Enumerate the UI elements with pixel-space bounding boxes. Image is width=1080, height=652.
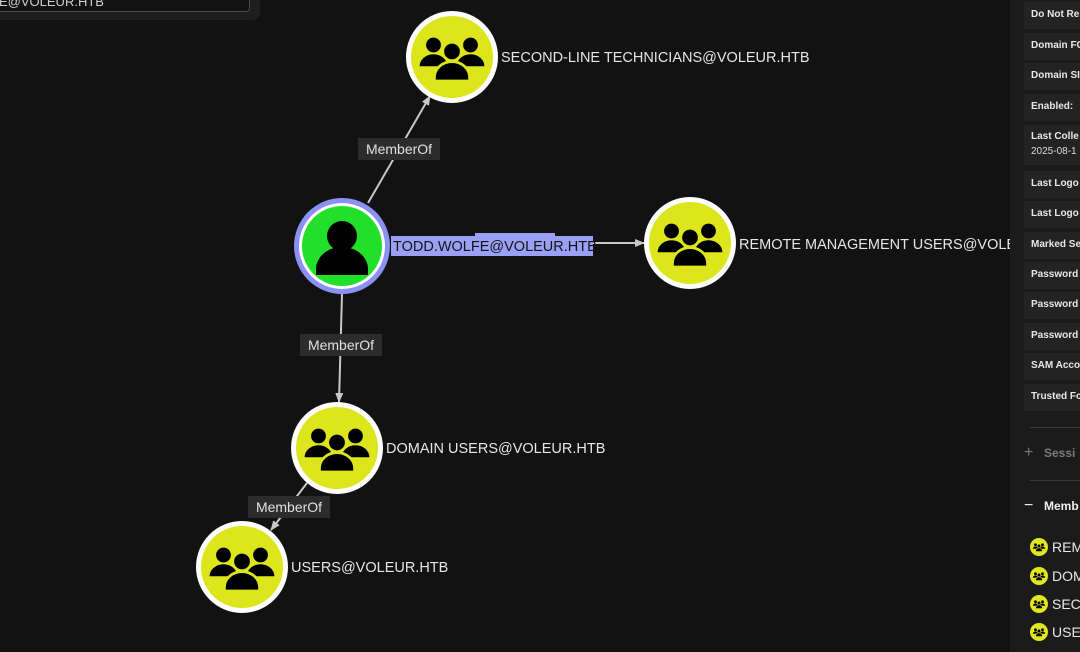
property-domain-fqdn: Domain FC: [1024, 33, 1080, 60]
node-todd-wolfe[interactable]: [294, 198, 390, 294]
sessions-section-header[interactable]: + Sessi: [1024, 444, 1076, 461]
edge-label-memberof: MemberOf: [300, 334, 382, 356]
divider: [1030, 427, 1080, 428]
svg-text:REMOTE MANAGEMENT USERS@VOLEUR: REMOTE MANAGEMENT USERS@VOLEUR.HTB: [739, 237, 1010, 253]
group-icon: [1030, 623, 1048, 641]
group-icon: [1030, 538, 1048, 556]
expand-icon: +: [1024, 444, 1034, 461]
property-last-logon-replicated: Last Logo: [1024, 201, 1080, 228]
node-users[interactable]: USERS@VOLEUR.HTB: [196, 521, 448, 613]
property-password-last-set: Password: [1024, 262, 1080, 289]
graph-canvas[interactable]: MemberOf MemberOf MemberOf TODD.WOLFE@VO…: [0, 0, 1010, 652]
svg-text:USERS@VOLEUR.HTB: USERS@VOLEUR.HTB: [291, 560, 448, 576]
node-domain-users[interactable]: DOMAIN USERS@VOLEUR.HTB: [291, 402, 605, 494]
node-label-todd-wolfe[interactable]: TODD.WOLFE@VOLEUR.HTB: [391, 233, 597, 256]
svg-text:TODD.WOLFE@VOLEUR.HTB: TODD.WOLFE@VOLEUR.HTB: [393, 239, 597, 255]
property-last-logon: Last Logo: [1024, 171, 1080, 198]
property-do-not-require-preauth: Do Not Re: [1024, 2, 1080, 29]
property-enabled: Enabled:: [1024, 94, 1080, 121]
property-trusted-for-delegation: Trusted Fc: [1024, 384, 1080, 411]
property-last-collected-value: 2025-08-1: [1031, 146, 1077, 157]
svg-text:MemberOf: MemberOf: [308, 337, 374, 353]
property-marked-sensitive: Marked Se: [1024, 232, 1080, 259]
search-box: E@VOLEUR.HTB: [0, 0, 260, 20]
member-of-item[interactable]: REM: [1030, 537, 1080, 557]
svg-text:MemberOf: MemberOf: [256, 499, 322, 515]
member-of-item[interactable]: DOM: [1030, 566, 1080, 586]
svg-text:SECOND-LINE TECHNICIANS@VOLEUR: SECOND-LINE TECHNICIANS@VOLEUR.HTB: [501, 50, 810, 66]
entity-info-panel[interactable]: Do Not Re Domain FC Domain SI Enabled: L…: [1010, 0, 1080, 652]
divider: [1030, 480, 1080, 481]
member-of-item[interactable]: SEC: [1030, 594, 1080, 614]
group-icon: [1030, 595, 1048, 613]
edge-label-memberof: MemberOf: [248, 496, 330, 518]
node-second-line-technicians[interactable]: SECOND-LINE TECHNICIANS@VOLEUR.HTB: [406, 11, 810, 103]
node-remote-management-users[interactable]: REMOTE MANAGEMENT USERS@VOLEUR.HTB: [644, 197, 1010, 289]
property-last-collected: Last Colle 2025-08-1: [1024, 125, 1080, 165]
svg-text:DOMAIN USERS@VOLEUR.HTB: DOMAIN USERS@VOLEUR.HTB: [386, 441, 605, 457]
edge-label-memberof: MemberOf: [358, 138, 440, 160]
group-icon: [1030, 567, 1048, 585]
member-of-section-header[interactable]: − Memb: [1024, 497, 1079, 514]
property-password-never-expires: Password: [1024, 292, 1080, 319]
collapse-icon: −: [1024, 497, 1034, 514]
member-of-item[interactable]: USE: [1030, 622, 1080, 642]
property-sam-account-name: SAM Acco: [1024, 353, 1080, 380]
property-domain-sid: Domain SI: [1024, 63, 1080, 90]
property-password-not-required: Password: [1024, 323, 1080, 350]
search-input[interactable]: E@VOLEUR.HTB: [0, 0, 250, 12]
svg-text:MemberOf: MemberOf: [366, 141, 432, 157]
